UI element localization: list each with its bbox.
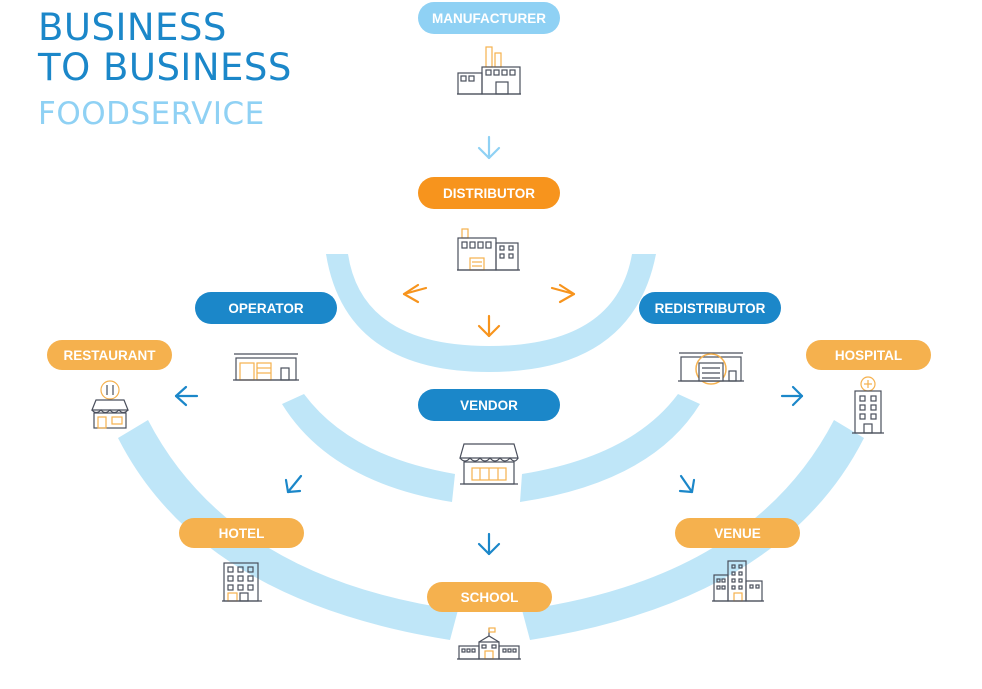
arrow-down-icon [477, 532, 501, 556]
arrow-down-right-icon [678, 474, 696, 494]
hospital-pill: HOSPITAL [806, 340, 931, 370]
arrow-down-left-icon [402, 283, 428, 304]
hospital-icon [852, 376, 884, 434]
hotel-icon [222, 562, 262, 602]
redistributor-pill: REDISTRIBUTOR [639, 292, 781, 324]
arrow-left-icon [174, 385, 199, 407]
title-line-1: BUSINESS [38, 6, 227, 49]
operator-arc [282, 394, 455, 502]
operator-pill: OPERATOR [195, 292, 337, 324]
arrow-down-icon [477, 314, 501, 338]
arrow-down-left-icon [284, 474, 303, 494]
factory-icon [457, 46, 521, 95]
title-line-2: TO BUSINESS [38, 46, 292, 89]
storefront-icon [459, 443, 519, 485]
restaurant-arc [118, 420, 458, 640]
distributor-arc [326, 254, 656, 372]
flow-arcs [118, 254, 864, 640]
venue-pill: VENUE [675, 518, 800, 548]
hotel-pill: HOTEL [179, 518, 304, 548]
flow-arrows [174, 135, 804, 556]
garage-icon [233, 353, 299, 381]
redistributor-arc [520, 394, 700, 502]
arrow-right-icon [780, 385, 804, 407]
hospital-arc [522, 420, 864, 640]
restaurant-pill: RESTAURANT [47, 340, 172, 370]
office-buildings-icon [712, 560, 764, 602]
icons [91, 46, 884, 660]
redistribution-center-icon [678, 352, 744, 385]
school-icon [457, 627, 521, 660]
arrow-down-icon [477, 135, 501, 160]
warehouse-icon [457, 228, 520, 271]
arrow-down-right-icon [550, 283, 576, 304]
distributor-pill: DISTRIBUTOR [418, 177, 560, 209]
manufacturer-pill: MANUFACTURER [418, 2, 560, 34]
school-pill: SCHOOL [427, 582, 552, 612]
vendor-pill: VENDOR [418, 389, 560, 421]
restaurant-icon [91, 380, 129, 429]
title-line-3: FOODSERVICE [38, 96, 265, 132]
